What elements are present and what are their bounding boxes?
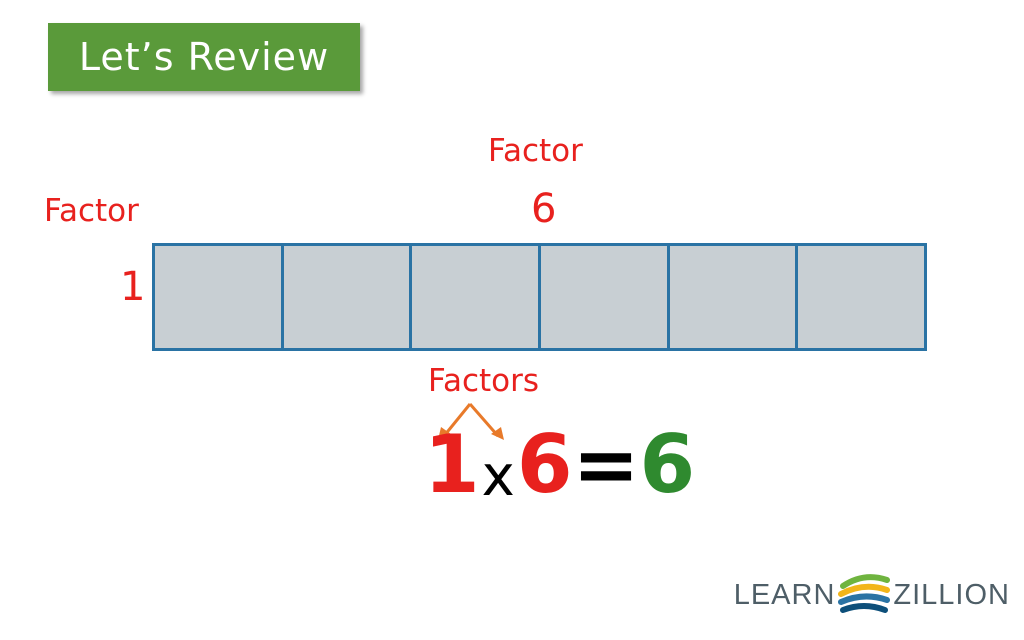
array-cell [670,246,799,348]
equation-result: 6 [639,418,696,511]
top-factor-value: 6 [531,186,557,232]
array-cell [284,246,413,348]
top-factor-label: Factor [488,133,583,169]
equation-term2: 6 [516,418,573,511]
array-cell [155,246,284,348]
lesson-title-badge: Let’s Review [48,23,360,91]
left-factor-value: 1 [120,264,146,310]
array-cell [412,246,542,348]
learnzillion-swoosh-icon [838,574,891,613]
array-cell [541,246,670,348]
factor-arrows-icon [438,403,504,440]
equation-term1: 1 [424,418,480,511]
lesson-title: Let’s Review [78,35,330,79]
equation-operator: x [481,444,515,509]
left-factor-label: Factor [44,193,139,229]
logo-text-right: ZILLION [893,578,1010,611]
equation: 1 x 6 = 6 [424,415,695,505]
logo-text-left: LEARN [733,578,836,611]
array-cell [798,246,924,348]
learnzillion-logo: LEARN ZILLION [734,568,1010,622]
factors-label: Factors [428,363,540,399]
equation-equals: = [572,418,640,511]
array-grid [152,243,927,351]
